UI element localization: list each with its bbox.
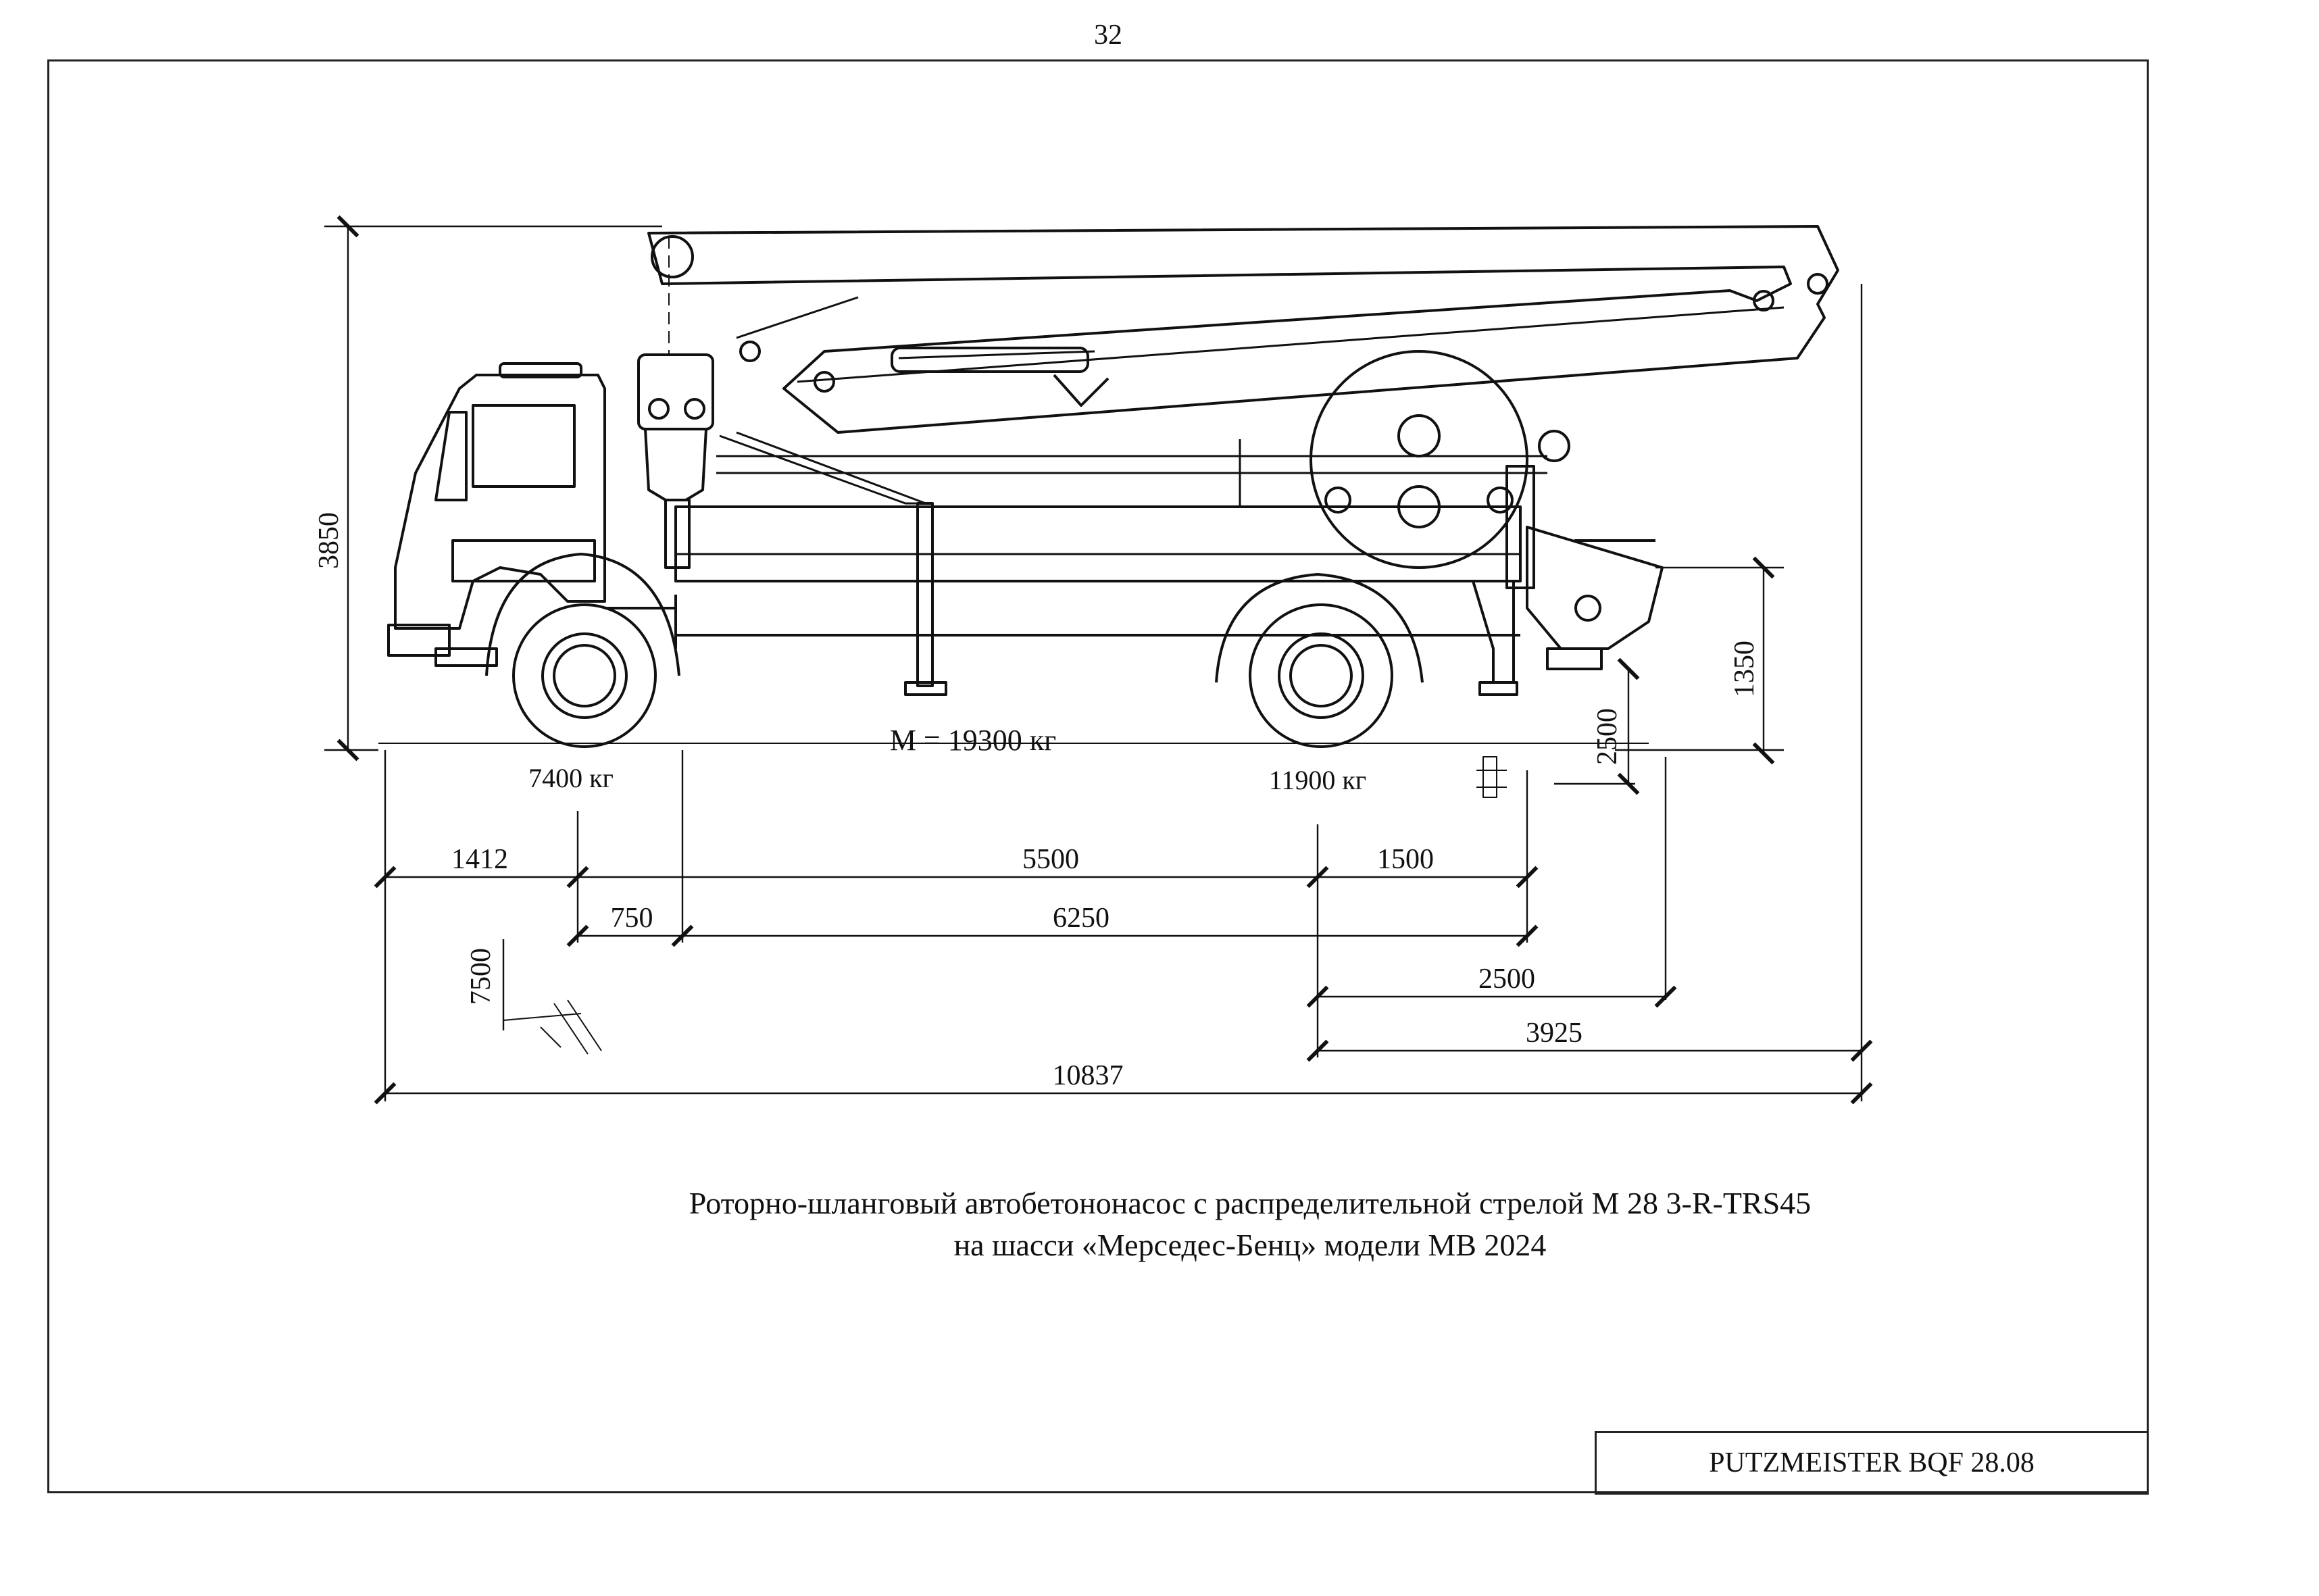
caption-line-1: Роторно-шланговый автобетононасос с расп… bbox=[689, 1186, 1812, 1220]
dim-axle-to-outrigger: 6250 bbox=[1053, 903, 1109, 934]
dimension-lines bbox=[324, 215, 1873, 1105]
weight-front-axle: 7400 кг bbox=[528, 763, 614, 793]
outrigger-foot-front bbox=[503, 999, 602, 1055]
title-block-text: PUTZMEISTER BQF 28.08 bbox=[1709, 1447, 2035, 1478]
outrigger-foot-rear bbox=[1476, 756, 1507, 798]
hopper bbox=[1505, 465, 1664, 670]
boom-arm bbox=[647, 225, 1839, 505]
dim-wheelbase: 5500 bbox=[1022, 844, 1079, 875]
truck-cab bbox=[387, 362, 606, 667]
truck-chassis bbox=[605, 505, 1522, 649]
rear-wheel bbox=[1215, 573, 1424, 748]
title-block: PUTZMEISTER BQF 28.08 bbox=[1595, 1431, 2149, 1495]
dim-rear-overhang: 3925 bbox=[1526, 1018, 1582, 1049]
boom-turret bbox=[637, 235, 714, 569]
weight-total: M = 19300 кг bbox=[890, 724, 1056, 757]
dim-front-outrigger: 7500 bbox=[466, 948, 497, 1005]
weight-rear-axle: 11900 кг bbox=[1269, 765, 1366, 795]
truck-drawing bbox=[378, 225, 1839, 1055]
front-outrigger bbox=[904, 502, 947, 696]
dim-length-total: 10837 bbox=[1053, 1060, 1124, 1091]
page-number: 32 bbox=[1094, 20, 1122, 51]
dimension-labels: 3850 1350 2500 1412 5500 1500 750 6250 2… bbox=[314, 512, 1760, 1091]
dim-cab-to-axle: 750 bbox=[611, 903, 653, 934]
dim-rear-span: 1500 bbox=[1377, 844, 1434, 875]
dim-height-total: 3850 bbox=[314, 512, 345, 569]
rear-outrigger bbox=[1472, 580, 1518, 696]
caption-line-2: на шасси «Мерседес-Бенц» модели МВ 2024 bbox=[953, 1228, 1547, 1262]
drawing-frame bbox=[47, 59, 2149, 1493]
dim-rear-outrigger-reach: 2500 bbox=[1478, 964, 1535, 995]
dim-outrigger-clear: 2500 bbox=[1592, 708, 1623, 765]
rotor-drum bbox=[1239, 350, 1528, 569]
dim-front-overhang: 1412 bbox=[451, 844, 508, 875]
drawing-caption: Роторно-шланговый автобетононасос с расп… bbox=[338, 1182, 2162, 1266]
front-wheel bbox=[485, 553, 680, 748]
dim-height-hopper: 1350 bbox=[1729, 641, 1760, 697]
